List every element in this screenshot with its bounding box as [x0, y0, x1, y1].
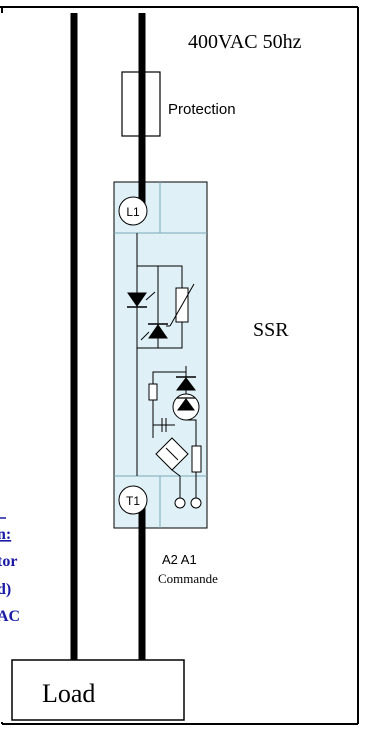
side-note-line-4: AC: [0, 608, 20, 625]
protection-label: Protection: [168, 101, 236, 118]
supply-label: 400VAC 50hz: [188, 31, 302, 53]
terminal-t1-label: T1: [126, 494, 140, 508]
ssr-module: [113, 181, 208, 529]
control-terminals-label: A2 A1: [162, 552, 197, 567]
power-switch-circuit: [127, 233, 195, 476]
control-circuit: [148, 366, 202, 477]
side-note-line-2: tor: [0, 553, 17, 570]
ssr-label: SSR: [253, 319, 289, 341]
load-label: Load: [42, 679, 95, 708]
side-note: n: tor d) AC: [0, 517, 20, 625]
terminal-l1-label: L1: [126, 205, 140, 219]
terminal-a2: [174, 497, 186, 509]
side-note-line-3: d): [0, 581, 11, 598]
terminal-t1: [118, 485, 148, 515]
terminal-a1: [190, 497, 202, 509]
load-box: [11, 659, 185, 721]
power-wires: [70, 13, 146, 660]
side-note-line-1: n:: [0, 526, 11, 543]
command-label: Commande: [158, 571, 218, 586]
terminal-l1: [118, 196, 148, 226]
outer-frame: [0, 6, 359, 725]
